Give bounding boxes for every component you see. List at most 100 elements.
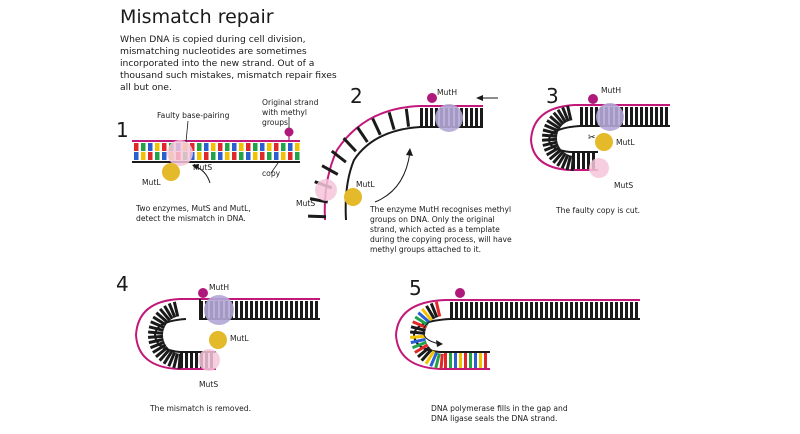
dna-rung [585,107,588,125]
base-top [225,143,230,151]
dna-rung [414,343,429,354]
dna-rung [152,315,167,327]
new-base [484,353,487,368]
base-bottom [267,152,272,160]
step-1-muts-label: MutS [193,163,213,172]
base-top [211,143,216,151]
dna-rung [420,108,423,126]
dna-rung [315,301,318,318]
step-2-muts-label: MutS [296,199,316,208]
methyl-group [588,94,598,104]
base-bottom [253,152,258,160]
dna-rung [615,302,618,318]
step-2-mutl-label: MutL [356,180,375,189]
dna-rung [455,302,458,318]
dna-rung [560,153,570,169]
methyl-group [455,288,465,298]
dna-rung [200,301,203,318]
base-top [134,143,139,151]
dna-rung [434,353,441,369]
dna-rung [600,302,603,318]
dna-rung [505,302,508,318]
original-strand-label: Original strand with methyl groups [262,98,319,127]
dna-rung [548,148,563,161]
base-top [246,143,251,151]
dna-rung [308,214,327,219]
base-bottom [141,152,146,160]
dna-rung [180,353,183,368]
dna-rung [460,302,463,318]
step-5-number: 5 [409,276,422,300]
dna-rung [420,307,433,322]
step-4-muth-label: MutH [209,283,230,292]
dna-rung [270,301,273,318]
dna-rung [414,315,429,327]
dna-rung [260,301,263,318]
dna-rung [250,301,253,318]
dna-rung [411,340,427,350]
dna-rung [561,106,570,122]
dna-rung [590,107,593,125]
dna-rung [342,137,357,153]
dna-rung [185,353,188,368]
dna-rung [330,149,347,164]
step-2-caption: The enzyme MutH recognises methyl groups… [370,205,512,254]
dna-rung [495,302,498,318]
new-base [474,353,477,368]
dna-rung [630,107,633,125]
dna-rung [545,145,561,157]
dna-rung [560,302,563,318]
dna-rung [387,111,396,131]
step-3-mutl-label: MutL [616,138,635,147]
dna-rung [235,301,238,318]
dna-rung [500,302,503,318]
base-bottom [134,152,139,160]
muth-enzyme [435,104,463,132]
dna-rung [425,108,428,126]
dna-rung [167,351,176,367]
dna-rung [566,105,573,121]
faulty-pointer [185,120,189,143]
base-bottom [295,152,300,160]
base-top [190,143,195,151]
dna-rung [520,302,523,318]
base-bottom [211,152,216,160]
base-bottom [239,152,244,160]
dna-rung [147,330,164,335]
base-bottom [232,152,237,160]
step-5-caption: DNA polymerase fills in the gap and DNA … [431,404,568,423]
dna-rung [585,302,588,318]
dna-rung [570,155,575,172]
step-1-number: 1 [116,118,129,142]
base-top [295,143,300,151]
dna-rung [163,305,174,320]
base-bottom [260,152,265,160]
dna-rung [439,353,444,370]
intro-text: When DNA is copied during cell division,… [120,34,337,93]
page-title: Mismatch repair [120,6,274,28]
step-4-muts-label: MutS [199,380,219,389]
dna-rung [410,337,426,345]
dna-rung [544,123,560,133]
dna-rung [409,330,426,335]
muts-enzyme [315,179,337,201]
base-top [267,143,272,151]
base-top [197,143,202,151]
dna-rung [635,107,638,125]
step-2-muth-label: MutH [437,88,458,97]
dna-rung [404,108,411,127]
dna-rung [552,111,565,126]
step-2-dna [308,93,498,221]
dna-rung [541,133,558,138]
dna-rung [305,301,308,318]
step-3-muts-label: MutS [614,181,634,190]
new-base [444,353,447,368]
mutl-enzyme [209,331,227,349]
dna-rung [245,301,248,318]
dna-rung [610,302,613,318]
muth-enzyme [204,295,234,325]
dna-rung [580,302,583,318]
dna-rung [465,108,468,126]
dna-rung [190,353,193,368]
dna-rung [620,302,623,318]
